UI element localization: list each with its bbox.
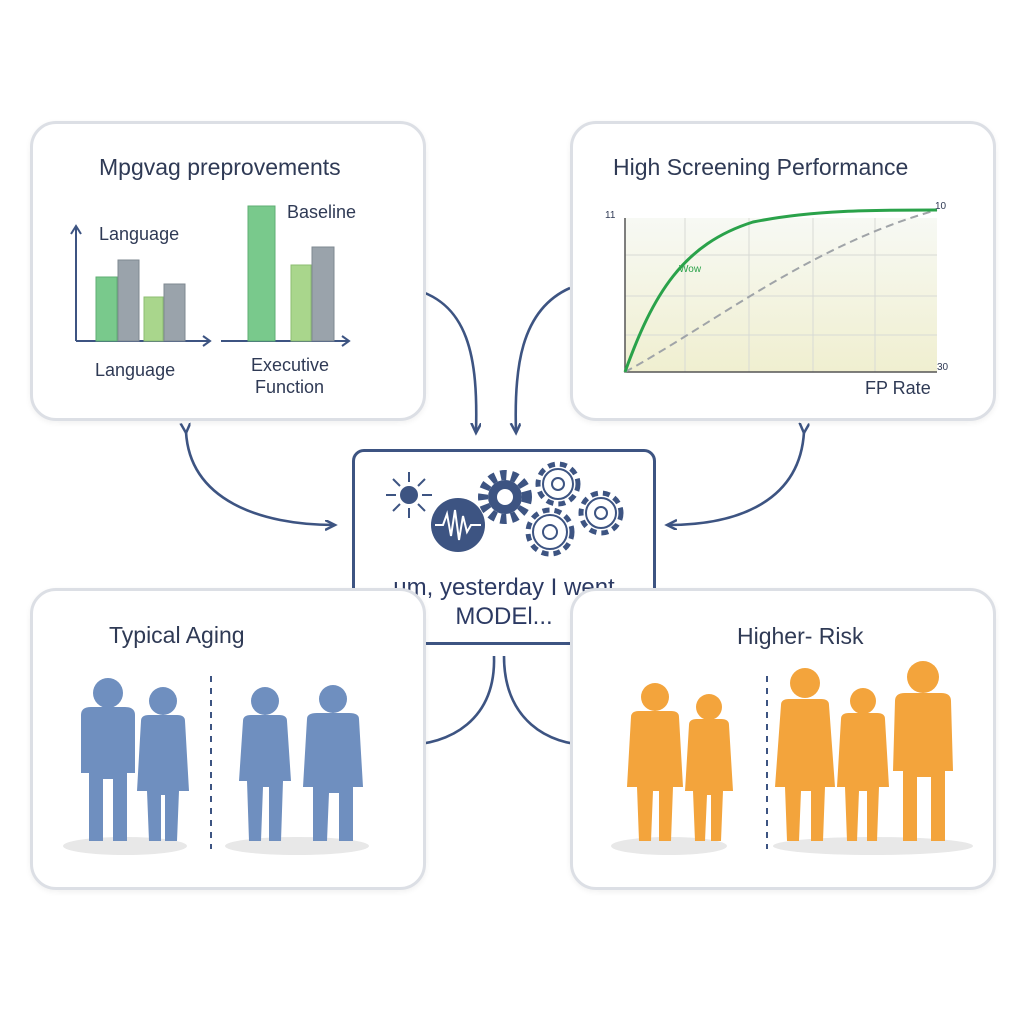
bar-executive-gray-1: [311, 246, 335, 342]
baseline-label: Baseline: [287, 202, 357, 222]
gear-icon: [578, 490, 624, 536]
model-icons: [386, 461, 624, 557]
screening-panel: High Screening Performance 11 10 30 Wow …: [570, 121, 996, 421]
typical-aging-title: Typical Aging: [109, 622, 245, 648]
gear-icon: [478, 470, 532, 524]
person-icon: [685, 694, 733, 841]
x-tick-right-bottom: 30: [937, 362, 949, 373]
arrow-left-loop: [186, 432, 334, 525]
executive-label: Executive: [251, 355, 330, 375]
language-bottom-label: Language: [95, 360, 176, 380]
improvements-panel: Mpgvag preprovements Language Baseline L…: [30, 121, 426, 421]
arrow-top-left-to-center: [408, 288, 476, 432]
function-label: Function: [255, 377, 325, 397]
curve-label: Wow: [679, 264, 702, 275]
person-icon: [837, 688, 889, 841]
bar-executive-green-2: [290, 264, 312, 342]
higher-risk-people-icon: [611, 661, 973, 855]
bar-language-green-1: [95, 276, 118, 342]
person-icon: [303, 685, 363, 841]
bar-executive-green-1: [247, 205, 276, 342]
bar-language-gray-2: [163, 283, 186, 342]
typical-aging-panel: Typical Aging: [30, 588, 426, 890]
bar-language-green-2: [143, 296, 164, 342]
higher-risk-panel: Higher- Risk: [570, 588, 996, 890]
x-tick-right-top: 10: [935, 201, 947, 212]
model-text-line2: MODEl...: [455, 603, 553, 630]
person-icon: [627, 683, 683, 841]
language-top-label: Language: [99, 224, 180, 244]
sun-burst-icon: [386, 472, 432, 518]
improvements-title: Mpgvag preprovements: [99, 154, 341, 180]
arrow-right-loop: [668, 432, 804, 525]
person-icon: [239, 687, 291, 841]
person-icon: [775, 668, 835, 841]
roc-model-curve: [623, 208, 938, 373]
gear-icon: [535, 461, 581, 507]
typical-aging-people-icon: [63, 676, 369, 855]
brain-waveform-icon: [431, 498, 485, 552]
x-axis-label: FP Rate: [865, 378, 931, 398]
y-tick-top: 11: [605, 210, 616, 221]
arrow-top-right-to-center: [516, 286, 571, 432]
person-icon: [81, 678, 135, 841]
bar-language-gray-1: [117, 259, 140, 342]
roc-baseline-curve: [624, 209, 938, 373]
roc-curve-icon: [623, 208, 938, 373]
person-icon: [893, 661, 953, 841]
bar-chart-icon: [70, 205, 351, 347]
higher-risk-title: Higher- Risk: [737, 623, 864, 649]
gear-icon: [525, 507, 575, 557]
screening-title: High Screening Performance: [613, 154, 909, 180]
person-icon: [137, 687, 189, 841]
